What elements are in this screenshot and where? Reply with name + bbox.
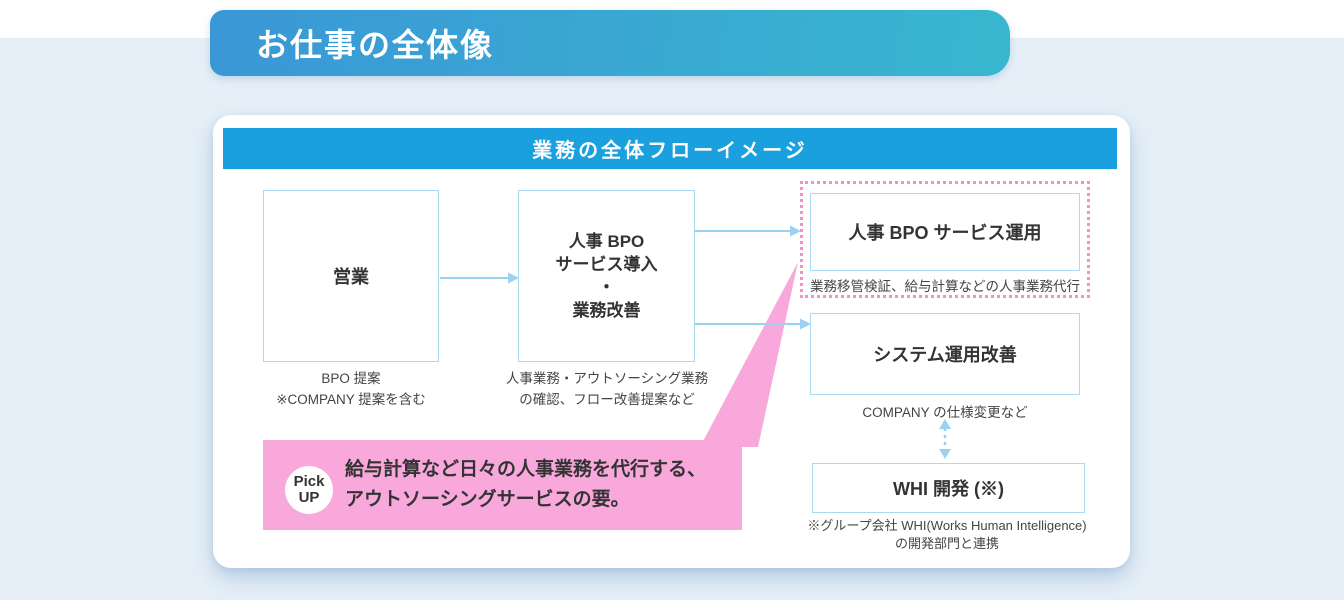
operation-highlight-frame: 人事 BPO サービス運用 業務移管検証、給与計算などの人事業務代行: [800, 181, 1090, 298]
whi-label: WHI 開発 (※): [893, 479, 1004, 499]
bpo-intro-caption-line2: の確認、フロー改善提案など: [519, 392, 695, 407]
section-header-banner: お仕事の全体像: [210, 10, 1010, 76]
pickup-text-line2: アウトソーシングサービスの要。: [345, 489, 630, 510]
sales-caption-line1: BPO 提案: [321, 371, 381, 386]
bpo-intro-caption: 人事業務・アウトソーシング業務 の確認、フロー改善提案など: [476, 368, 738, 410]
pickup-callout: Pick UP 給与計算など日々の人事業務を代行する、 アウトソーシングサービス…: [263, 440, 742, 530]
sales-caption-line2: ※COMPANY 提案を含む: [276, 392, 426, 407]
diagram-title-bar: 業務の全体フローイメージ: [223, 128, 1117, 169]
bpo-intro-caption-line1: 人事業務・アウトソーシング業務: [505, 371, 709, 386]
bpo-intro-label-line2: サービス導入: [555, 255, 658, 274]
arrow-intro-to-system: [695, 318, 811, 330]
pickup-text: 給与計算など日々の人事業務を代行する、 アウトソーシングサービスの要。: [345, 455, 706, 515]
whi-caption-line2: の開発部門と連携: [894, 536, 999, 551]
pickup-pointer-beam: [700, 262, 798, 447]
pickup-badge-line2: UP: [298, 489, 320, 506]
system-caption: COMPANY の仕様変更など: [862, 405, 1028, 420]
bpo-operation-caption: 業務移管検証、給与計算などの人事業務代行: [810, 279, 1080, 294]
sales-caption: BPO 提案 ※COMPANY 提案を含む: [221, 368, 481, 410]
pickup-text-line1: 給与計算など日々の人事業務を代行する、: [345, 459, 707, 480]
system-label: システム運用改善: [873, 345, 1017, 365]
flow-box-bpo-intro: 人事 BPO サービス導入 ・ 業務改善: [518, 190, 695, 362]
bpo-intro-label-line1: 人事 BPO: [568, 232, 645, 251]
pickup-badge: Pick UP: [285, 466, 333, 514]
flow-box-sales: 営業: [263, 190, 439, 362]
pickup-badge-line1: Pick: [293, 473, 325, 490]
arrow-sales-to-intro: [440, 272, 519, 284]
flow-box-whi: WHI 開発 (※): [812, 463, 1085, 513]
bpo-operation-label: 人事 BPO サービス運用: [848, 223, 1042, 243]
diagram-card: 業務の全体フローイメージ: [213, 115, 1130, 568]
whi-caption: ※グループ会社 WHI(Works Human Intelligence) の開…: [780, 517, 1114, 553]
arrow-system-whi-dashed: [939, 419, 951, 459]
whi-caption-line1: ※グループ会社 WHI(Works Human Intelligence): [807, 518, 1087, 533]
flow-box-bpo-operation: 人事 BPO サービス運用: [810, 193, 1080, 271]
arrow-intro-to-operation: [695, 225, 801, 237]
connector-arrows-layer: [440, 225, 951, 459]
bpo-intro-label-line3: ・: [598, 278, 615, 297]
flow-box-sales-label: 営業: [333, 267, 369, 287]
diagram-title: 業務の全体フローイメージ: [532, 140, 808, 162]
page-title: お仕事の全体像: [256, 27, 495, 63]
bpo-intro-label-line4: 業務改善: [572, 301, 641, 320]
flow-box-system: システム運用改善: [810, 313, 1080, 395]
